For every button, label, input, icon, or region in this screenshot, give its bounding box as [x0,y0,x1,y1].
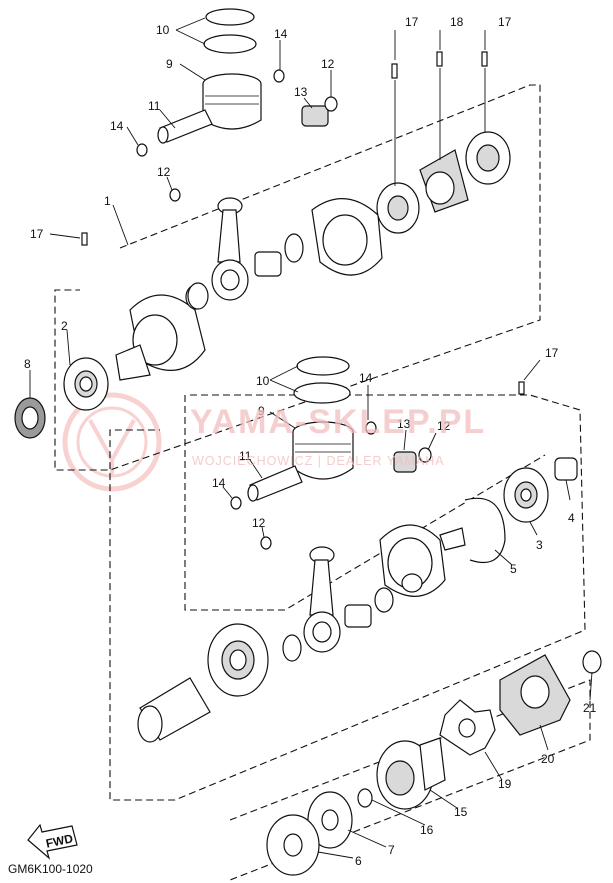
lower-connecting-rod [303,546,341,653]
callout-6: 6 [355,854,362,868]
reference-code: GM6K100-1020 [8,862,93,876]
callout-12-upper-b: 12 [157,165,171,179]
callout-21: 21 [583,701,597,715]
upper-connecting-rod [211,197,249,301]
callout-11-upper: 11 [148,99,161,113]
rotor-half-right [499,654,571,736]
circlip [464,497,506,564]
rubber-damper [439,699,496,756]
lower-piston-rings [293,356,351,404]
callout-15: 15 [454,805,468,819]
lower-dowel-pin [518,381,525,395]
lower-crank-web-left [207,623,269,697]
callout-12-upper-a: 12 [321,57,335,71]
callout-13-upper: 13 [294,85,308,99]
callout-numbers: 10 14 9 12 13 11 14 12 1 17 2 8 17 18 17… [24,15,597,868]
callout-12-lower-b: 12 [252,516,266,530]
upper-crank-web-left [115,284,207,381]
upper-oil-seal [14,397,46,439]
watermark-subtitle: WOJCIECHOWICZ | DEALER YAMAHA [192,454,445,468]
fwd-label: FWD [45,831,75,850]
upper-spacers [187,233,304,310]
callout-14-lower-b: 14 [212,476,226,490]
upper-bearing-left [63,357,109,411]
callout-17-lower: 17 [545,346,559,360]
upper-piston-rings [203,8,257,54]
callout-17-top-a: 17 [405,15,419,29]
callout-20: 20 [541,752,555,766]
callout-17-upper-left: 17 [30,227,44,241]
upper-crank-web-right [311,198,383,276]
callout-14-upper-b: 14 [110,119,124,133]
callout-14-upper-a: 14 [274,27,288,41]
callout-16: 16 [420,823,434,837]
washers-front [266,788,373,876]
upper-piston [202,73,262,130]
callout-9-upper: 9 [166,57,173,71]
callout-13-lower: 13 [397,417,411,431]
upper-dowel-pins [81,51,488,246]
callout-17-top-b: 17 [498,15,512,29]
callout-1: 1 [104,194,111,208]
lower-crank-web-right [379,524,466,597]
callout-8: 8 [24,357,31,371]
callout-11-lower: 11 [239,449,252,463]
callout-3: 3 [536,538,543,552]
watermark-title: YAMA-SKLEP.PL [190,403,487,441]
callout-18: 18 [450,15,464,29]
lower-spacers [282,587,394,662]
callout-12-lower-a: 12 [437,419,451,433]
small-ring [582,650,602,674]
lower-piston-pin [247,465,303,502]
callout-2: 2 [61,319,68,333]
upper-needle-bearing [301,105,329,127]
leader-lines [29,17,593,859]
callout-19: 19 [498,777,512,791]
callout-10-lower: 10 [256,374,270,388]
lower-piston [292,421,354,480]
fwd-arrow-icon: FWD [27,823,78,860]
callout-10-upper: 10 [156,23,170,37]
rotor-half-left [376,737,446,810]
upper-piston-pin [157,109,213,144]
lower-shaft [137,677,211,743]
callout-14-lower-a: 14 [359,371,373,385]
upper-washers [136,69,338,202]
bushing [554,457,578,481]
lower-bearing-right [503,467,549,523]
lower-needle-bearing [393,451,417,473]
callout-7: 7 [388,843,395,857]
upper-bearings-right [376,131,511,234]
callout-5: 5 [510,562,517,576]
callout-9-lower: 9 [258,404,265,418]
lower-washers [230,421,432,550]
watermark-emblem [62,392,162,492]
callout-4: 4 [568,511,575,525]
